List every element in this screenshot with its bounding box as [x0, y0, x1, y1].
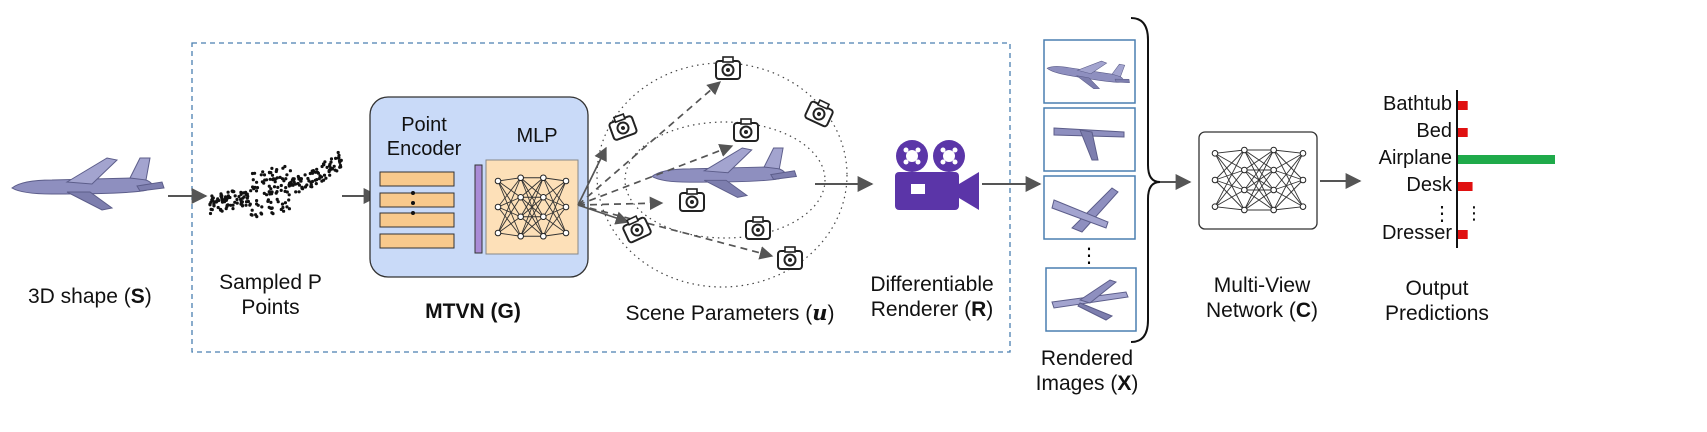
- prediction-label: Desk: [1406, 174, 1452, 196]
- renderer-label: Differentiable Renderer (R): [870, 273, 994, 321]
- neural-network-icon: [494, 174, 570, 240]
- prediction-label: ⋮: [1432, 203, 1452, 225]
- prediction-label: Airplane: [1378, 147, 1452, 169]
- scene-parameters-label: Scene Parameters (u): [625, 300, 835, 325]
- camera-icon: [745, 216, 771, 240]
- camera-icon: [715, 56, 741, 80]
- point-encoder-label: Point Encoder: [386, 114, 462, 160]
- rendered-image: [1043, 175, 1136, 240]
- prediction-bar: [1458, 230, 1468, 239]
- airplane-icon: [651, 147, 797, 198]
- prediction-bar: [1458, 101, 1468, 110]
- camera-icon: [777, 246, 803, 270]
- encoder-bar: [379, 192, 455, 208]
- shape-label: 3D shape (S): [28, 285, 152, 308]
- sampled-points-label: Sampled P Points: [219, 271, 322, 319]
- output-predictions-label: Output Predictions: [1385, 277, 1489, 325]
- rendered-image: [1043, 107, 1136, 172]
- multi-view-network-label: Multi-View Network (C): [1205, 274, 1319, 322]
- mlp-label: MLP: [516, 125, 558, 147]
- camera-icon: [733, 118, 759, 142]
- camera-orbit-inner: [624, 121, 826, 239]
- encoder-pool-bar: [474, 164, 483, 254]
- camera-icon: [679, 188, 705, 212]
- camera-icon: [606, 110, 639, 142]
- point-cloud: [208, 150, 343, 219]
- encoder-bar: [379, 171, 455, 187]
- rendered-images-ellipsis: ⋮: [1079, 243, 1099, 267]
- encoder-bar: [379, 212, 455, 228]
- prediction-bar: [1458, 155, 1555, 164]
- camera-icon: [803, 96, 837, 129]
- neural-network-icon: [1211, 146, 1307, 214]
- prediction-bar: [1458, 128, 1468, 137]
- prediction-ellipsis: ⋮: [1465, 203, 1483, 224]
- prediction-bar: [1458, 182, 1473, 191]
- movie-camera-icon: [895, 140, 979, 210]
- rendered-images-label: Rendered Images (X): [1035, 347, 1139, 395]
- encoder-bar: [379, 233, 455, 249]
- prediction-label: Bathtub: [1383, 93, 1452, 115]
- rendered-image: [1045, 267, 1137, 332]
- prediction-label: Dresser: [1381, 222, 1452, 244]
- mtvn-label: MTVN (G): [425, 300, 521, 323]
- camera-orbit: [596, 62, 848, 288]
- rendered-image: [1043, 39, 1136, 104]
- airplane-icon: [11, 157, 165, 211]
- prediction-label: Bed: [1416, 120, 1452, 142]
